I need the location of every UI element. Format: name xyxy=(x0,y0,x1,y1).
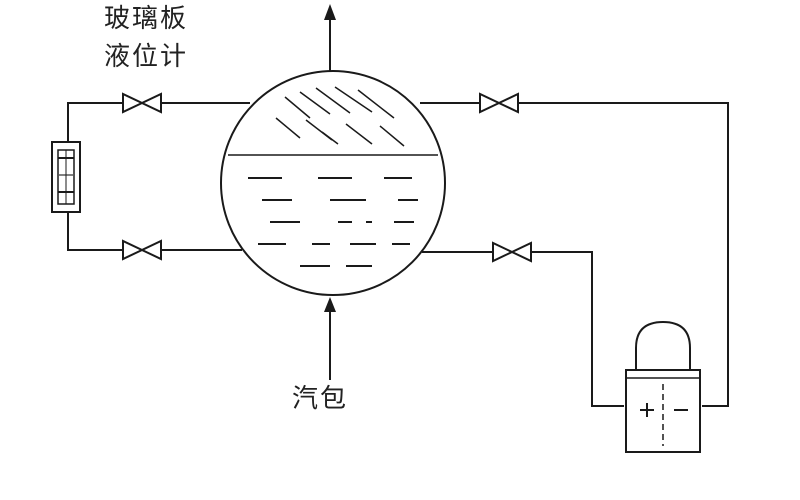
plus-icon xyxy=(640,403,654,417)
left-gauge-piping xyxy=(68,103,250,250)
instrument-dome xyxy=(636,322,690,370)
top-outlet-arrow xyxy=(324,4,336,72)
gauge-label-line1: 玻璃板 xyxy=(104,4,189,34)
inlet-label: 汽包 xyxy=(292,384,349,414)
vapor-hatching xyxy=(276,87,404,146)
dp-instrument xyxy=(626,322,700,452)
liquid-dashes xyxy=(248,178,418,266)
bottom-inlet-arrow xyxy=(324,297,336,380)
valve-upper-left xyxy=(123,94,161,112)
valve-lower-left xyxy=(123,241,161,259)
valve-upper-right xyxy=(480,94,518,112)
drum-vessel xyxy=(221,71,445,295)
gauge-label-line2: 液位计 xyxy=(104,42,189,72)
glass-level-gauge xyxy=(52,142,80,212)
valve-lower-right xyxy=(493,243,531,261)
